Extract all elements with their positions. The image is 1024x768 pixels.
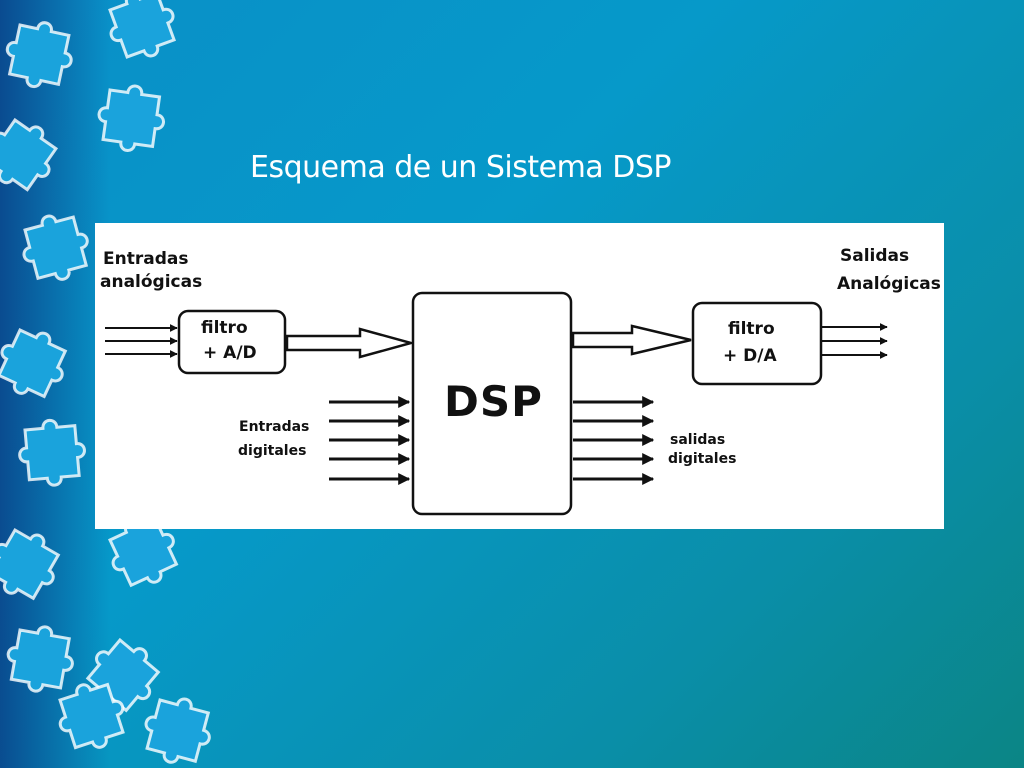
- adc-block: [177, 309, 287, 375]
- analog-input-arrows: [105, 324, 178, 358]
- analog-outputs-label-line1: Salidas: [840, 246, 910, 266]
- digital-outputs-label-line1: salidas: [670, 432, 726, 448]
- digital-inputs-label-line2: digitales: [238, 443, 307, 459]
- digital-outputs-label-line2: digitales: [668, 451, 737, 467]
- analog-inputs-label-line1: Entradas: [103, 249, 189, 269]
- digital-output-arrows: [573, 396, 655, 485]
- diagram-graphics: [105, 291, 888, 516]
- dac-label-line1: filtro: [728, 319, 775, 339]
- dsp-block: [411, 291, 573, 516]
- digital-inputs-label-line1: Entradas: [239, 419, 310, 435]
- analog-outputs-label-line2: Analógicas: [837, 274, 941, 294]
- dsp-label: DSP: [444, 377, 543, 426]
- slide-title: Esquema de un Sistema DSP: [250, 150, 671, 185]
- dac-block: [691, 301, 823, 386]
- adc-label-line1: filtro: [201, 318, 248, 338]
- adc-label-line2: + A/D: [203, 343, 257, 363]
- analog-inputs-label-line2: analógicas: [100, 272, 203, 292]
- dsp-diagram: Entradas analógicas filtro + A/D DSP fil…: [95, 223, 944, 529]
- analog-output-arrows: [822, 323, 888, 359]
- dac-label-line2: + D/A: [723, 346, 777, 366]
- adc-to-dsp-arrow: [285, 327, 416, 359]
- dsp-to-dac-arrow: [571, 324, 692, 356]
- digital-input-arrows: [329, 396, 411, 485]
